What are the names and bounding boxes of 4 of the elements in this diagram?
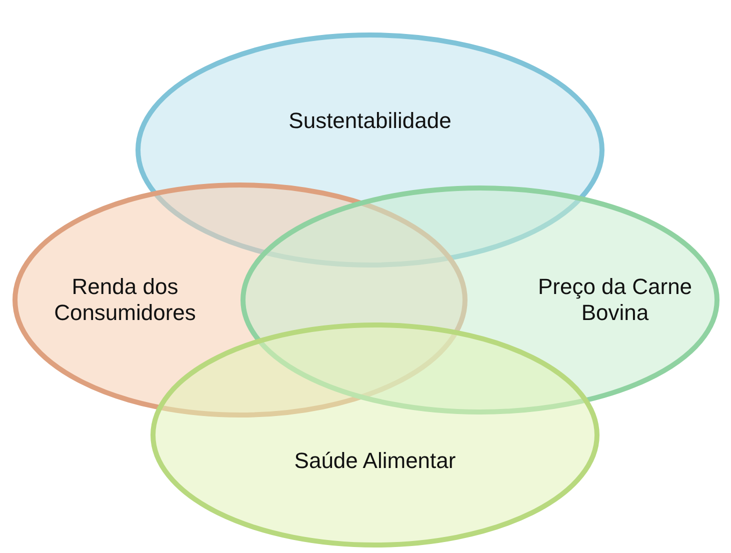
set-label: Renda dos Consumidores: [53, 274, 197, 327]
set-label: Saúde Alimentar: [293, 448, 457, 474]
set-label: Sustentabilidade: [288, 108, 452, 134]
set-label: Preço da Carne Bovina: [536, 274, 694, 327]
